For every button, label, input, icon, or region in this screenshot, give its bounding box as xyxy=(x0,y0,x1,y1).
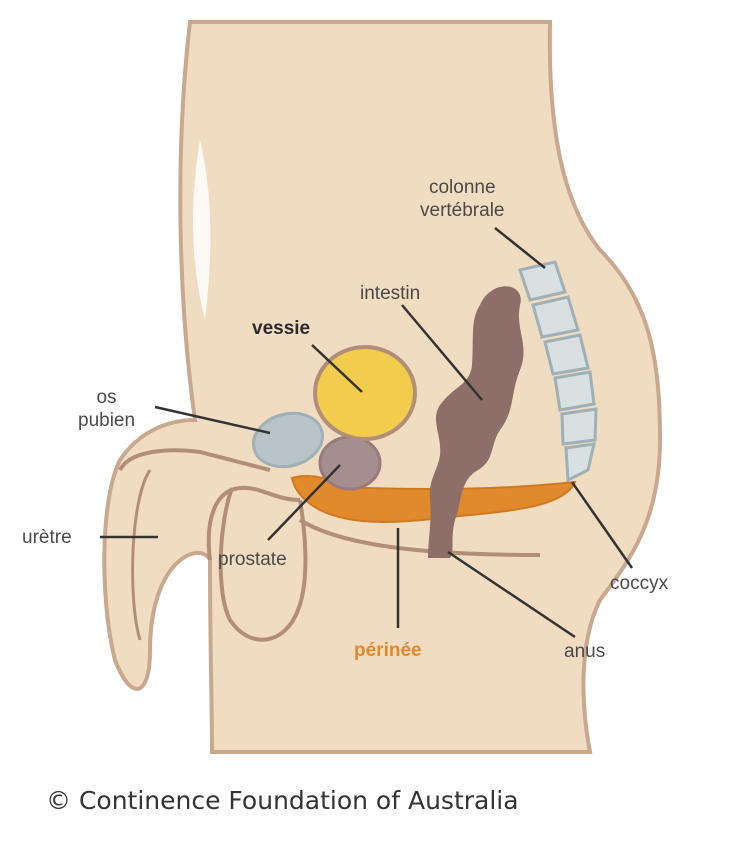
label-coccyx: coccyx xyxy=(610,573,669,594)
label-os-line2: pubien xyxy=(78,410,136,431)
label-prostate: prostate xyxy=(218,549,287,570)
label-colonne-vertebrale: colonne vertébrale xyxy=(420,176,505,222)
label-uretre: urètre xyxy=(22,527,72,548)
label-colonne-line2: vertébrale xyxy=(420,200,505,221)
body-highlight xyxy=(193,140,211,320)
label-anus: anus xyxy=(564,641,606,662)
intestine xyxy=(428,286,524,558)
label-colonne-line1: colonne xyxy=(428,177,496,198)
penis-inner xyxy=(131,469,152,641)
spine xyxy=(518,260,598,483)
label-os-pubien: os pubien xyxy=(78,386,135,432)
label-os-line1: os xyxy=(96,387,117,408)
label-perinee: périnée xyxy=(354,640,422,661)
penis-outline xyxy=(118,448,271,472)
prostate-organ xyxy=(318,435,382,491)
copyright-notice: © Continence Foundation of Australia xyxy=(46,786,519,815)
leader-lines xyxy=(100,227,634,639)
urethra-line xyxy=(206,485,301,561)
scrotum-outline xyxy=(218,487,308,642)
label-intestin: intestin xyxy=(360,283,421,304)
pelvic-floor-line xyxy=(298,518,541,557)
label-vessie: vessie xyxy=(252,318,311,339)
pubic-bone xyxy=(252,411,324,469)
